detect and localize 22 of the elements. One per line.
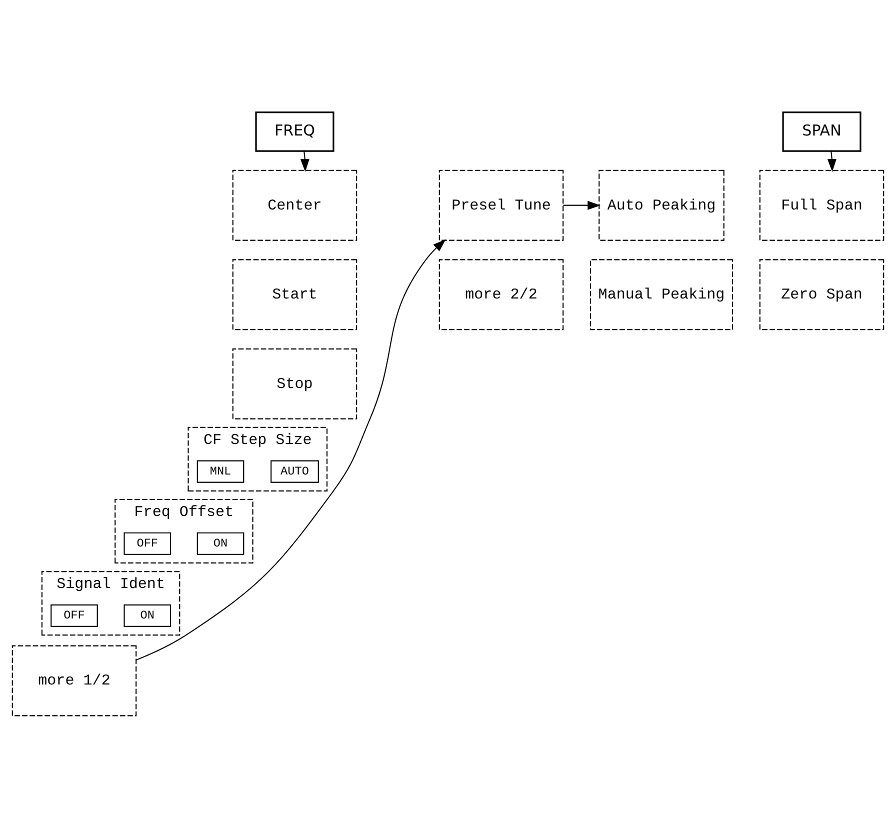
node-box: OFF xyxy=(124,532,172,555)
node-box: FREQ xyxy=(255,112,334,152)
node-box: Stop xyxy=(232,348,358,420)
node-box: ON xyxy=(196,532,244,555)
node-box: more 2/2 xyxy=(438,259,564,330)
node-box: Center xyxy=(232,170,358,241)
arrow xyxy=(563,200,601,210)
arrow xyxy=(300,151,310,172)
node-box: Zero Span xyxy=(759,259,884,330)
node-box: Auto Peaking xyxy=(598,170,724,241)
node-box: SPAN xyxy=(782,112,862,152)
node-box: Full Span xyxy=(759,170,884,241)
node-box: Manual Peaking xyxy=(590,259,734,330)
node-box: AUTO xyxy=(270,460,319,483)
node-box: more 1/2 xyxy=(12,645,137,716)
node-box: MNL xyxy=(196,460,244,483)
arrow xyxy=(136,239,446,660)
node-box: Presel Tune xyxy=(438,170,564,241)
node-box: Start xyxy=(232,259,358,330)
node-box: OFF xyxy=(50,604,98,627)
node-box: ON xyxy=(124,604,172,627)
arrow xyxy=(827,151,836,172)
